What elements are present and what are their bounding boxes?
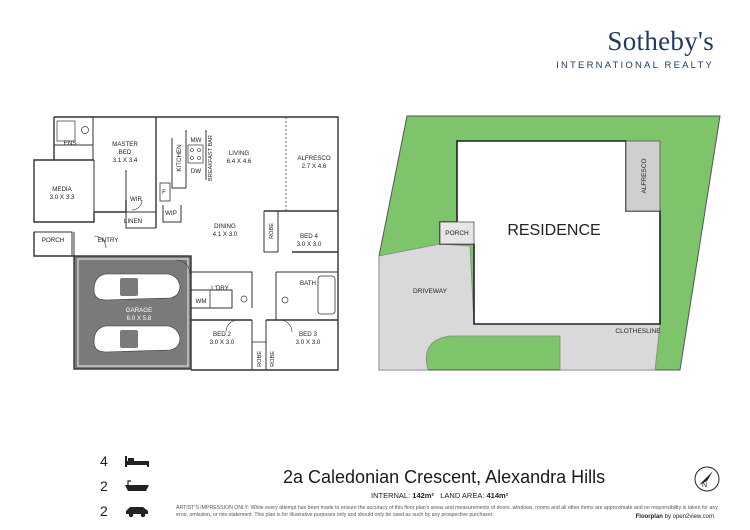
land-area-label: LAND AREA:: [440, 491, 485, 500]
stat-car-spaces: 2: [100, 498, 164, 523]
compass-icon: N: [693, 465, 721, 498]
site-plan: RESIDENCE ALFRESCO PORCH DRIVEWAY CLOTHE…: [378, 115, 721, 371]
property-address: 2a Caledonian Crescent, Alexandra Hills: [283, 467, 606, 487]
site-label-driveway: DRIVEWAY: [413, 288, 448, 295]
floorplan-credit: Floorplan by open2view.com: [636, 514, 714, 520]
room-label-robe-bed3: ROBE: [270, 351, 276, 367]
room-size-bed3: 3.0 X 3.0: [296, 339, 321, 346]
brand-subtitle: INTERNATIONAL REALTY: [556, 60, 714, 71]
car-icon: [124, 500, 164, 522]
room-label-breakfast-bar: BREAKFAST BAR: [208, 135, 214, 181]
room-size-bed2: 3.0 X 3.0: [210, 339, 235, 346]
room-label-wip: WIP: [165, 210, 177, 217]
property-areas: INTERNAL: 142m² LAND AREA: 414m²: [371, 491, 508, 500]
room-label-dw: DW: [191, 168, 201, 175]
site-label-residence: RESIDENCE: [507, 222, 600, 239]
room-label-robe-bed2: ROBE: [257, 351, 263, 367]
room-label-wir: WIR: [130, 196, 143, 203]
room-size-alfresco: 2.7 X 4.6: [302, 163, 327, 170]
room-label-master-bed: MASTER: [112, 141, 138, 148]
room-label-master-bed-2: BED: [119, 149, 132, 156]
stat-bedrooms-count: 4: [100, 452, 108, 469]
stat-bathrooms-count: 2: [100, 477, 108, 494]
room-size-bed4: 3.0 X 3.0: [297, 241, 322, 248]
room-label-dining: DINING: [214, 223, 236, 230]
land-area-value: 414m²: [486, 491, 509, 500]
site-alfresco: [625, 140, 661, 212]
room-label-porch: PORCH: [42, 237, 64, 244]
room-label-robe-bed4: ROBE: [269, 223, 275, 239]
room-label-media: MEDIA: [52, 186, 72, 193]
property-stats: 4 2 2: [100, 448, 164, 523]
room-label-alfresco: ALFRESCO: [297, 155, 331, 162]
site-label-clothesline: CLOTHESLINE: [615, 328, 661, 335]
room-size-dining: 4.1 X 3.0: [213, 231, 238, 238]
room-label-living: LIVING: [229, 150, 249, 157]
bed-icon: [124, 450, 164, 472]
floor-plan: [33, 116, 339, 371]
credit-prefix: Floorplan: [635, 514, 663, 520]
stat-bedrooms: 4: [100, 448, 164, 473]
room-label-kitchen: KITCHEN: [176, 144, 183, 171]
floor-plan-labels: ENS MASTER BED 3.1 X 3.4 MEDIA 3.0 X 3.3…: [42, 135, 331, 367]
room-size-media: 3.0 X 3.3: [50, 194, 75, 201]
room-label-garage: GARAGE: [126, 307, 152, 314]
room-label-ens: ENS: [64, 140, 77, 147]
site-label-porch: PORCH: [445, 230, 469, 237]
room-label-mw: MW: [191, 137, 202, 144]
room-label-f: F: [162, 189, 166, 196]
internal-area-label: INTERNAL:: [371, 491, 411, 500]
room-label-ldry: L'DRY: [211, 285, 229, 292]
stat-bathrooms: 2: [100, 473, 164, 498]
outer-wall-east: [54, 116, 339, 371]
stat-car-spaces-count: 2: [100, 502, 108, 519]
disclaimer-text: ARTIST'S IMPRESSION ONLY: While every at…: [176, 505, 718, 518]
plans-canvas: ENS MASTER BED 3.1 X 3.4 MEDIA 3.0 X 3.3…: [33, 115, 721, 371]
room-label-bed4: BED 4: [300, 233, 318, 240]
compass-label: N: [702, 482, 707, 489]
room-label-bath: BATH: [300, 280, 316, 287]
room-size-living: 6.4 X 4.6: [227, 158, 252, 165]
room-label-wm: WM: [196, 298, 207, 305]
room-size-master-bed: 3.1 X 3.4: [113, 157, 138, 164]
room-label-entry: ENTRY: [98, 237, 119, 244]
site-label-alfresco: ALFRESCO: [641, 158, 648, 193]
internal-area-value: 142m²: [412, 491, 434, 500]
room-size-garage: 6.0 X 5.8: [127, 315, 152, 322]
credit-rest: by open2view.com: [664, 514, 714, 520]
brand-name: Sotheby's: [607, 26, 714, 56]
site-porch: [439, 221, 475, 245]
brand-logo: Sotheby's INTERNATIONAL REALTY: [556, 26, 714, 71]
room-label-bed3: BED 3: [299, 331, 317, 338]
bath-icon: [124, 475, 164, 497]
car-icons: [93, 273, 181, 353]
room-label-linen: LINEN: [124, 218, 142, 225]
room-label-bed2: BED 2: [213, 331, 231, 338]
